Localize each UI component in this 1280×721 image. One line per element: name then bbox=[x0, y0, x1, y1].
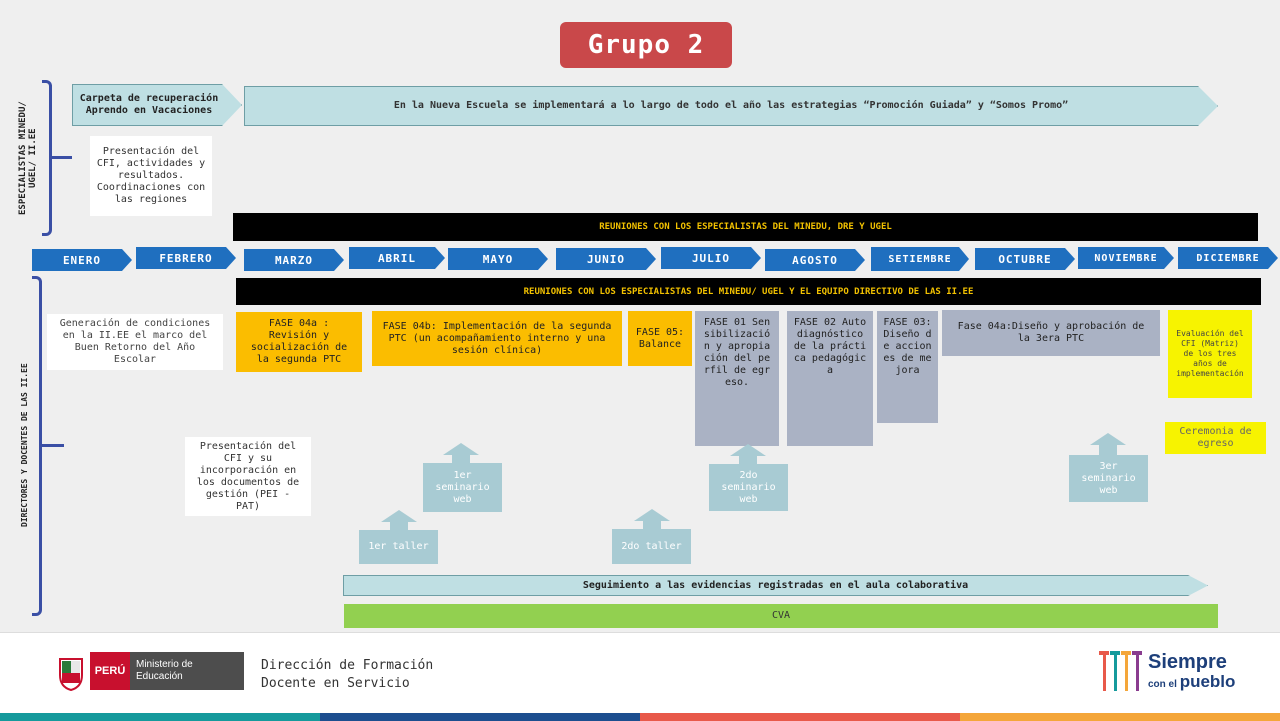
slogan-rest: con el pueblo bbox=[1148, 673, 1248, 694]
fase02-box: FASE 02 Autodiagnóstico de la práctica p… bbox=[787, 311, 873, 446]
event-taller-1: 1er taller bbox=[359, 530, 438, 564]
arrow-stem bbox=[1099, 445, 1117, 455]
fase04b-box: FASE 04b: Implementación de la segunda P… bbox=[372, 311, 622, 366]
peru-text: PERÚ bbox=[94, 665, 126, 677]
arrow-up-icon bbox=[443, 443, 479, 455]
arrow-stem bbox=[390, 522, 408, 530]
event-seminario-3: 3er seminario web bbox=[1069, 455, 1148, 502]
month-junio: JUNIO bbox=[556, 248, 656, 270]
fase04a-diseno-box: Fase 04a:Diseño y aprobación de la 3era … bbox=[942, 310, 1160, 356]
month-diciembre: DICIEMBRE bbox=[1178, 247, 1278, 269]
ministerio-block: Ministerio de Educación bbox=[130, 652, 244, 690]
arrow-up-icon bbox=[634, 509, 670, 521]
event-taller-2: 2do taller bbox=[612, 529, 691, 564]
presentacion-pei-box: Presentación del CFI y su incorporación … bbox=[185, 437, 311, 516]
stripe-2 bbox=[320, 713, 640, 721]
ministerio-text: Ministerio de Educación bbox=[136, 659, 193, 682]
peru-shield-icon bbox=[56, 655, 86, 692]
presentacion-cfi-box: Presentación del CFI, actividades y resu… bbox=[90, 136, 212, 216]
siempre-pueblo-logo: Siempre con el pueblo bbox=[1148, 651, 1248, 695]
direccion-line-2: Docente en Servicio bbox=[261, 676, 410, 691]
arrow-stem bbox=[452, 455, 470, 463]
stripe-4 bbox=[960, 713, 1280, 721]
direccion-line-1: Dirección de Formación bbox=[261, 658, 434, 673]
reuniones-minedu-bar: REUNIONES CON LOS ESPECIALISTAS DEL MINE… bbox=[233, 213, 1258, 241]
arrow-up-icon bbox=[1090, 433, 1126, 445]
generacion-condiciones-box: Generación de condiciones en la II.EE el… bbox=[47, 314, 223, 370]
month-julio: JULIO bbox=[661, 247, 761, 269]
month-marzo: MARZO bbox=[244, 249, 344, 271]
fase04a-revision-box: FASE 04a : Revisión y socialización de l… bbox=[236, 312, 362, 372]
reuniones-directivo-bar: REUNIONES CON LOS ESPECIALISTAS DEL MINE… bbox=[236, 278, 1261, 305]
month-octubre: OCTUBRE bbox=[975, 248, 1075, 270]
month-noviembre: NOVIEMBRE bbox=[1078, 247, 1174, 269]
slogan-siempre: Siempre bbox=[1148, 651, 1227, 673]
month-febrero: FEBRERO bbox=[136, 247, 236, 269]
fase01-box: FASE 01 Sensibilización y apropiación de… bbox=[695, 311, 779, 446]
ceremonia-egreso-box: Ceremonia de egreso bbox=[1165, 422, 1266, 454]
stripe-1 bbox=[0, 713, 320, 721]
peru-logo-block: PERÚ bbox=[90, 652, 130, 690]
month-enero: ENERO bbox=[32, 249, 132, 271]
siempre-pueblo-figures-icon bbox=[1097, 647, 1147, 697]
brace-top-tick bbox=[52, 156, 72, 159]
arrow-stem bbox=[643, 521, 661, 529]
arrow-up-icon bbox=[381, 510, 417, 522]
page-title: Grupo 2 bbox=[560, 22, 732, 68]
event-seminario-2: 2do seminario web bbox=[709, 464, 788, 511]
month-setiembre: SETIEMBRE bbox=[871, 247, 969, 271]
fase05-box: FASE 05: Balance bbox=[628, 311, 692, 366]
footer: PERÚ Ministerio de Educación Dirección d… bbox=[0, 632, 1280, 721]
direccion-text: Dirección de Formación Docente en Servic… bbox=[261, 657, 481, 697]
month-mayo: MAYO bbox=[448, 248, 548, 270]
nueva-escuela-banner: En la Nueva Escuela se implementará a lo… bbox=[244, 86, 1218, 126]
arrow-up-icon bbox=[730, 444, 766, 456]
slogan-pueblo: pueblo bbox=[1179, 672, 1236, 691]
brace-bottom bbox=[32, 276, 42, 616]
arrow-stem bbox=[739, 456, 757, 464]
brace-top bbox=[42, 80, 52, 236]
month-agosto: AGOSTO bbox=[765, 249, 865, 271]
carpeta-recuperacion-box: Carpeta de recuperación Aprendo en Vacac… bbox=[72, 84, 242, 126]
event-seminario-1: 1er seminario web bbox=[423, 463, 502, 512]
slogan-con-el: con el bbox=[1148, 679, 1177, 690]
cva-bar: CVA bbox=[344, 604, 1218, 628]
month-abril: ABRIL bbox=[349, 247, 445, 269]
stripe-3 bbox=[640, 713, 960, 721]
brace-bottom-tick bbox=[42, 444, 64, 447]
seguimiento-bar: Seguimiento a las evidencias registradas… bbox=[343, 575, 1208, 596]
fase03-box: FASE 03: Diseño de acciones de mejora bbox=[877, 311, 938, 423]
evaluacion-cfi-box: Evaluación del CFI (Matriz) de los tres … bbox=[1168, 310, 1252, 398]
